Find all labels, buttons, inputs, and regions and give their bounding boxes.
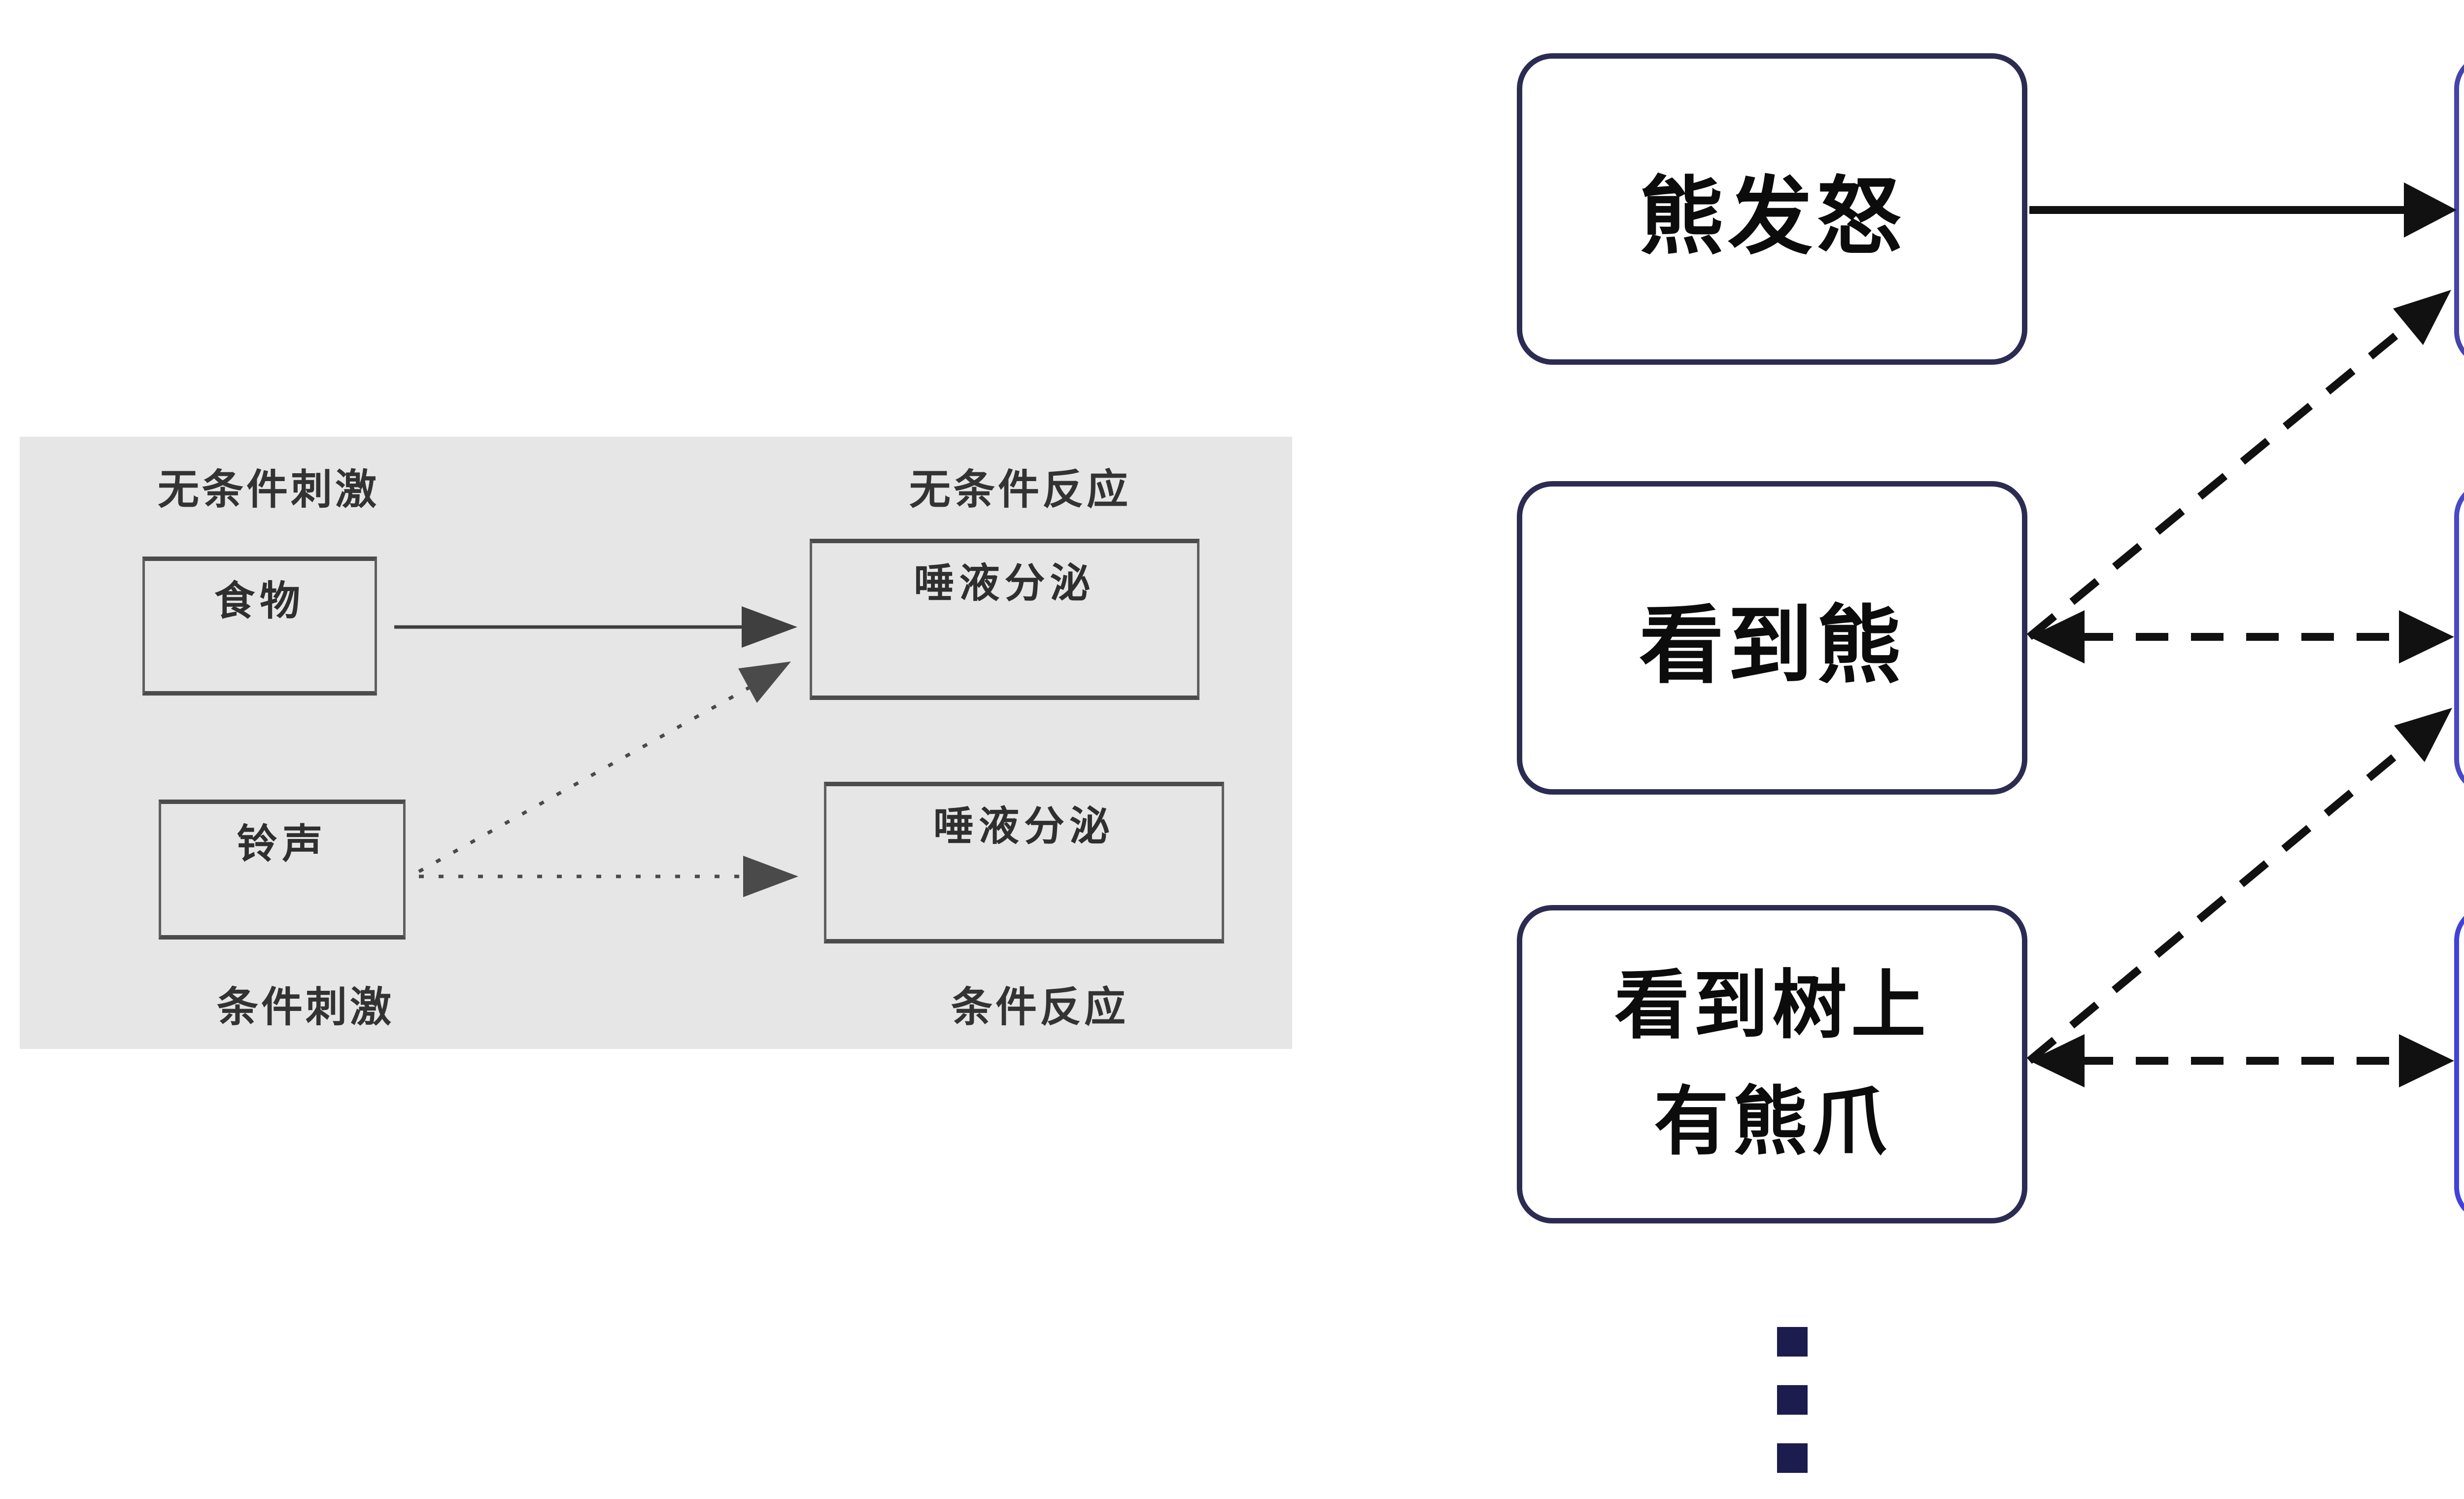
box-bear-rage: 熊发怒 <box>1517 53 2027 365</box>
arrow-see-bear-to-reward-icon <box>2026 290 2451 640</box>
box-bell: 铃声 <box>159 800 406 940</box>
ellipsis-dot <box>1777 1327 1808 1357</box>
arrow-see-bear-v-s-prime-icon <box>2029 610 2454 663</box>
classical-conditioning-panel: 无条件刺激 无条件反应 条件刺激 条件反应 食物 唾液分泌 铃声 唾液分泌 <box>20 437 1292 1049</box>
box-salivation-unconditioned: 唾液分泌 <box>810 539 1199 700</box>
label-conditioned-response: 条件反应 <box>951 984 1129 1030</box>
arrow-food-to-salivation-icon <box>394 606 797 648</box>
box-food: 食物 <box>142 557 377 696</box>
box-see-bear: 看到熊 <box>1517 481 2027 795</box>
box-salivation-conditioned: 唾液分泌 <box>824 782 1224 943</box>
label-unconditioned-response: 无条件反应 <box>909 466 1131 513</box>
ellipsis-dot <box>1777 1385 1808 1415</box>
ellipsis-dot <box>1777 1443 1808 1473</box>
arrow-see-claw-to-v-s-prime-icon <box>2026 708 2452 1064</box>
arrow-bell-to-salivation-top-icon <box>418 662 791 873</box>
arrow-bell-to-salivation-bottom-icon <box>419 856 798 897</box>
arrow-see-claw-v-s-icon <box>2029 1034 2454 1087</box>
box-see-bear-claw: 看到树上 有熊爪 <box>1517 905 2027 1223</box>
arrow-bear-rage-to-reward-icon <box>2029 182 2457 238</box>
label-conditioned-stimulus: 条件刺激 <box>216 984 394 1030</box>
label-unconditioned-stimulus: 无条件刺激 <box>157 466 379 513</box>
